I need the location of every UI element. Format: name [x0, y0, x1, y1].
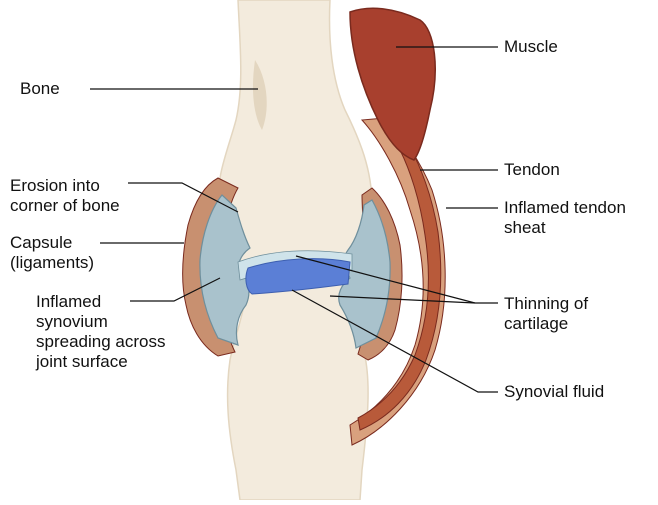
muscle-shape	[350, 8, 435, 160]
label-capsule: Capsule (ligaments)	[10, 233, 94, 273]
label-inflamed-synovium: Inflamed synovium spreading across joint…	[36, 292, 165, 372]
label-erosion: Erosion into corner of bone	[10, 176, 120, 216]
label-synovial-fluid: Synovial fluid	[504, 382, 604, 402]
label-thinning-cartilage: Thinning of cartilage	[504, 294, 588, 334]
label-muscle: Muscle	[504, 37, 558, 57]
label-inflamed-tendon-sheath: Inflamed tendon sheat	[504, 198, 626, 238]
label-bone: Bone	[20, 79, 60, 99]
label-tendon: Tendon	[504, 160, 560, 180]
